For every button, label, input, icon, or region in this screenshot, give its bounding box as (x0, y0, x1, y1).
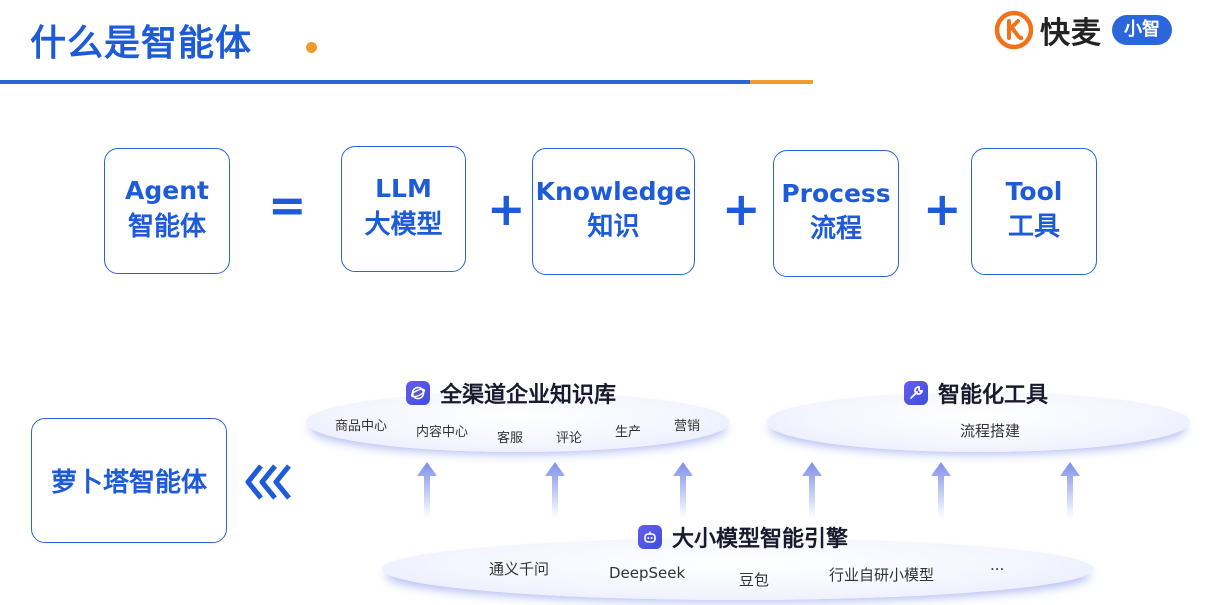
knowledge-zh-label: 知识 (587, 212, 640, 243)
kb-tag-product: 商品中心 (335, 419, 388, 434)
tools-title: 智能化工具 (904, 377, 1048, 409)
up-arrow-icon (417, 462, 437, 518)
knowledge-en-label: Knowledge (535, 176, 692, 206)
tool-zh-label: 工具 (1007, 212, 1060, 243)
tools-tag-flow: 流程搭建 (960, 422, 1021, 440)
engine-title: 大小模型智能引擎 (638, 521, 848, 553)
engine-tag-industry-model: 行业自研小模型 (829, 566, 935, 584)
agent-en-label: Agent (125, 176, 209, 206)
equals-sign: = (268, 178, 307, 232)
engine-ellipse (382, 538, 1094, 600)
engine-title-text: 大小模型智能引擎 (672, 527, 849, 552)
llm-zh-label: 大模型 (364, 209, 443, 240)
process-zh-label: 流程 (809, 214, 862, 245)
plus-sign-3: + (923, 182, 962, 236)
kb-tag-review: 评论 (556, 431, 583, 446)
double-chevron-left-icon (245, 464, 291, 500)
brand-logo: 快麦 小智 (994, 10, 1172, 51)
up-arrow-icon (931, 462, 951, 518)
knowledge-globe-icon (406, 381, 430, 405)
up-arrow-icon (802, 462, 822, 518)
kb-tag-production: 生产 (615, 425, 642, 440)
kb-tag-marketing: 营销 (674, 419, 701, 434)
engine-tag-qwen: 通义千问 (489, 560, 550, 578)
knowledge-base-title: 全渠道企业知识库 (406, 377, 616, 409)
llm-en-label: LLM (375, 174, 432, 204)
tool-en-label: Tool (1005, 176, 1063, 206)
engine-tag-doubao: 豆包 (739, 571, 770, 589)
tools-title-text: 智能化工具 (938, 383, 1049, 408)
kb-tag-service: 客服 (497, 431, 524, 446)
engine-tag-deepseek: DeepSeek (609, 564, 686, 582)
title-underline-orange (750, 80, 813, 84)
process-box: Process 流程 (773, 150, 899, 277)
plus-sign-1: + (487, 182, 526, 236)
robot-icon (638, 525, 662, 549)
up-arrow-icon (673, 462, 693, 518)
title-underline-blue (0, 80, 750, 84)
title-dot (306, 42, 317, 53)
up-arrow-icon (545, 462, 565, 518)
tools-ellipse (766, 392, 1190, 452)
wrench-icon (904, 381, 928, 405)
plus-sign-2: + (722, 182, 761, 236)
agent-zh-label: 智能体 (127, 211, 206, 242)
page-title: 什么是智能体 (30, 23, 253, 64)
engine-tag-more: ... (990, 556, 1005, 574)
knowledge-base-title-text: 全渠道企业知识库 (440, 383, 617, 408)
brand-badge: 小智 (1112, 15, 1172, 45)
kb-tag-content: 内容中心 (416, 425, 469, 440)
knowledge-box: Knowledge 知识 (532, 148, 695, 275)
agent-box: Agent 智能体 (104, 148, 230, 274)
llm-box: LLM 大模型 (341, 146, 466, 272)
knowledge-base-ellipse (306, 392, 730, 452)
kuaimai-logo-icon (994, 10, 1034, 50)
tool-box: Tool 工具 (971, 148, 1097, 275)
process-en-label: Process (781, 178, 891, 208)
up-arrow-icon (1060, 462, 1080, 518)
luobo-agent-box: 萝卜塔智能体 (31, 418, 227, 543)
brand-name: 快麦 (1040, 16, 1102, 51)
